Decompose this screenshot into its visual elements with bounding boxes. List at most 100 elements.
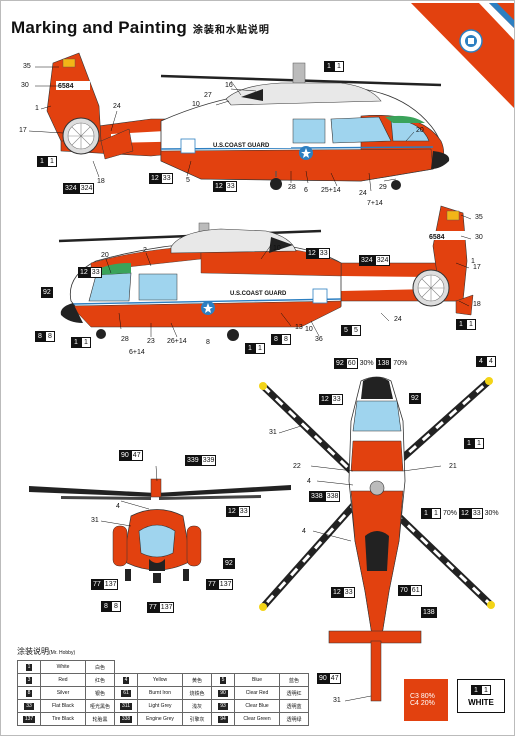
helicopter-side-view-left: 6584 U.S.COAST GUARD	[58, 205, 474, 341]
helicopter-front-view	[29, 478, 291, 583]
white-code-b: 1	[481, 685, 491, 695]
callout-28: 28	[121, 336, 129, 343]
callout-24: 24	[359, 190, 367, 197]
callout-1: 1	[35, 105, 39, 112]
callout-20: 20	[416, 127, 424, 134]
callout-4: 4	[307, 478, 311, 485]
callout-20: 20	[101, 252, 109, 259]
callout-10: 10	[305, 326, 313, 333]
callout-17: 17	[19, 127, 27, 134]
callout-35: 35	[475, 214, 483, 221]
callout-5: 5	[186, 177, 190, 184]
callout-10: 10	[192, 101, 200, 108]
callout-22: 22	[293, 463, 301, 470]
tail-number-left: 6584	[429, 234, 445, 241]
callout-25-14: 25+14	[321, 187, 341, 194]
callout-2: 2	[143, 247, 147, 254]
callout-18: 18	[473, 301, 481, 308]
fuselage-lettering-2: U.S.COAST GUARD	[230, 291, 287, 297]
callout-18: 18	[97, 178, 105, 185]
callout-31: 31	[91, 517, 99, 524]
callout-31: 31	[333, 697, 341, 704]
white-code-a: 1	[471, 685, 481, 695]
callout-16: 16	[225, 82, 233, 89]
callout-30: 30	[475, 234, 483, 241]
callout-6: 6	[304, 187, 308, 194]
callout-31: 31	[269, 429, 277, 436]
callout-4: 4	[116, 503, 120, 510]
chip-92: 92	[223, 558, 235, 569]
callout-30: 30	[21, 82, 29, 89]
clear-mix-line-1: C3 80%	[410, 693, 435, 700]
white-label: WHITE	[468, 698, 494, 707]
fin-emblem-icon	[62, 58, 76, 68]
callout-17: 17	[473, 264, 481, 271]
page-title: Marking and Painting 涂装和水贴说明	[11, 18, 270, 38]
callout-13: 13	[295, 324, 303, 331]
callout-24: 24	[394, 316, 402, 323]
callout-6-14: 6+14	[129, 349, 145, 356]
helicopter-side-view-right: U.S.COAST GUARD 6584	[46, 52, 450, 190]
callout-26-14: 26+14	[167, 338, 187, 345]
tail-number-right: 6584	[58, 83, 74, 90]
title-cn: 涂装和水贴说明	[192, 25, 270, 36]
callout-8: 8	[206, 339, 210, 346]
chip-92: 92	[41, 287, 53, 298]
callout-10: 10	[273, 245, 281, 252]
fuselage-lettering: U.S.COAST GUARD	[213, 143, 270, 149]
callout-28: 28	[288, 184, 296, 191]
chip-138: 138	[421, 607, 437, 618]
title-en: Marking and Painting	[11, 18, 187, 37]
callout-23: 23	[147, 338, 155, 345]
leader-lines	[28, 66, 472, 702]
callout-35: 35	[23, 63, 31, 70]
callout-7-14: 7+14	[367, 200, 383, 207]
clear-mix-line-2: C4 20%	[410, 700, 435, 707]
callout-4: 4	[302, 528, 306, 535]
callout-36: 36	[315, 336, 323, 343]
corner-flag	[411, 3, 514, 108]
callout-27: 27	[204, 92, 212, 99]
callout-1: 1	[471, 258, 475, 265]
clear-mix-swatch: C3 80% C4 20%	[404, 679, 448, 721]
callout-29: 29	[379, 184, 387, 191]
